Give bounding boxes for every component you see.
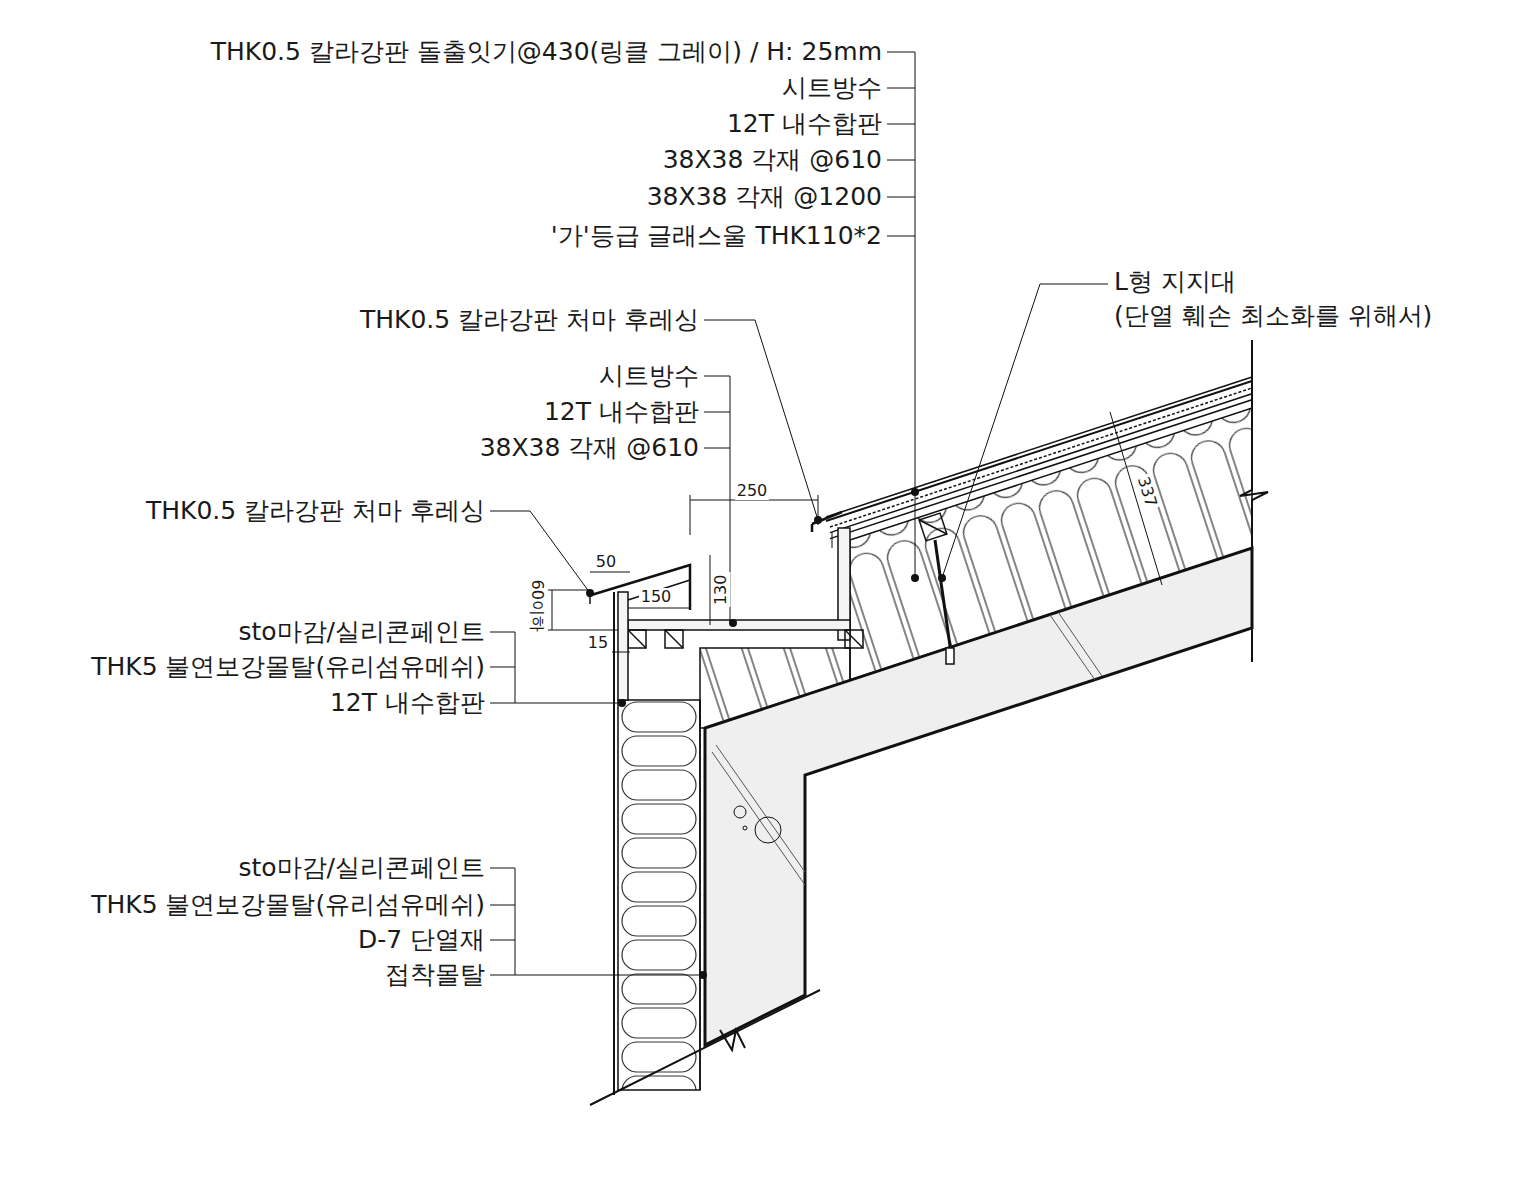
callout-label: sto마감/실리콘페인트 [238, 853, 485, 883]
callout-label: THK0.5 칼라강판 돌출잇기@430(링클 그레이) / H: 25mm [211, 37, 882, 67]
callout-label: 시트방수 [599, 361, 699, 391]
dimension-label: 50 [594, 553, 618, 571]
dimension-label: 15 [586, 634, 610, 652]
dimension-label: 250 [735, 482, 770, 500]
callout-label: L형 지지대 [1114, 267, 1236, 297]
callout-label: 12T 내수합판 [330, 688, 485, 718]
callout-label: THK0.5 칼라강판 처마 후레싱 [146, 496, 485, 526]
dimension-label: 60이하 [528, 578, 546, 634]
callout-label: THK5 불연보강몰탈(유리섬유메쉬) [91, 652, 485, 682]
dimension-label: 130 [712, 573, 730, 608]
callout-label: 38X38 각재 @610 [663, 145, 882, 175]
callout-label: 접착몰탈 [385, 960, 485, 990]
callout-label: D-7 단열재 [358, 925, 485, 955]
callout-label: THK0.5 칼라강판 처마 후레싱 [360, 305, 699, 335]
callout-label: 시트방수 [782, 73, 882, 103]
dimension-label: 150 [639, 588, 674, 606]
callout-label: 12T 내수합판 [727, 109, 882, 139]
callout-label: THK5 불연보강몰탈(유리섬유메쉬) [91, 890, 485, 920]
callout-label: '가'등급 글래스울 THK110*2 [551, 221, 882, 251]
callout-label: 38X38 각재 @610 [480, 433, 699, 463]
callout-label: 38X38 각재 @1200 [647, 182, 882, 212]
callout-label: (단열 훼손 최소화를 위해서) [1114, 301, 1432, 331]
callout-label: sto마감/실리콘페인트 [238, 617, 485, 647]
callout-label: 12T 내수합판 [544, 397, 699, 427]
